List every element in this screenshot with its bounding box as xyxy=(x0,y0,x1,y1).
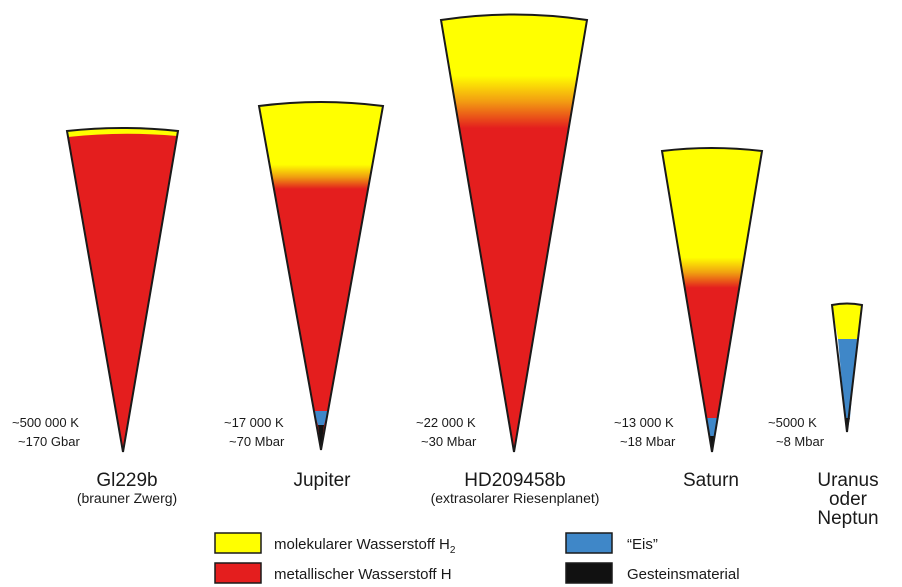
layer-molecular-metallic-hd209458b xyxy=(441,14,587,452)
temperature-uranus: ~5000 K xyxy=(768,415,817,430)
planet-name-uranus-line3: Neptun xyxy=(817,508,878,529)
cone-saturn xyxy=(660,147,764,453)
outline-saturn xyxy=(660,147,764,453)
planet-name-jupiter: Jupiter xyxy=(293,470,351,491)
legend-swatch-ice xyxy=(565,532,613,554)
pressure-uranus: ~8 Mbar xyxy=(776,434,825,449)
layer-metallic-h-gl229b xyxy=(67,128,178,452)
cone-jupiter xyxy=(257,101,385,451)
planet-name-saturn: Saturn xyxy=(683,470,739,491)
temperature-saturn: ~13 000 K xyxy=(614,415,674,430)
outline-jupiter xyxy=(257,101,385,451)
legend-swatch-metallic-h xyxy=(214,562,262,584)
temperature-gl229b: ~500 000 K xyxy=(12,415,79,430)
pressure-saturn: ~18 Mbar xyxy=(620,434,676,449)
legend: molekularer Wasserstoff H2 metallischer … xyxy=(214,532,740,584)
layer-ice-jupiter xyxy=(314,411,328,425)
legend-label-molecular-h2: molekularer Wasserstoff H2 xyxy=(274,536,456,556)
cone-hd209458b xyxy=(439,13,589,453)
outline-gl229b xyxy=(65,127,180,453)
layer-molecular-metallic-jupiter xyxy=(259,102,383,450)
planet-name-uranus-line2: oder xyxy=(829,489,868,510)
pressure-gl229b: ~170 Gbar xyxy=(18,434,80,449)
pressure-hd209458b: ~30 Mbar xyxy=(421,434,477,449)
planet-name-uranus-line1: Uranus xyxy=(817,470,878,491)
temperature-jupiter: ~17 000 K xyxy=(224,415,284,430)
legend-label-metallic-h: metallischer Wasserstoff H xyxy=(274,566,452,583)
layer-molecular-h2-uranus xyxy=(832,303,862,339)
layer-rock-jupiter xyxy=(318,425,324,450)
cone-uranus-neptun xyxy=(830,302,864,433)
layer-ice-uranus xyxy=(838,339,857,418)
planet-name-gl229b: Gl229b xyxy=(96,470,157,491)
cone-gl229b xyxy=(65,127,180,453)
legend-swatch-rock xyxy=(565,562,613,584)
planet-subtitle-gl229b: (brauner Zwerg) xyxy=(77,490,177,506)
planet-subtitle-hd209458b: (extrasolarer Riesenplanet) xyxy=(431,490,600,506)
outline-uranus xyxy=(830,302,864,433)
legend-label-ice: “Eis” xyxy=(627,536,658,553)
layer-molecular-metallic-saturn xyxy=(662,148,762,452)
planet-name-hd209458b: HD209458b xyxy=(464,470,565,491)
pressure-jupiter: ~70 Mbar xyxy=(229,434,285,449)
temperature-hd209458b: ~22 000 K xyxy=(416,415,476,430)
legend-label-rock: Gesteinsmaterial xyxy=(627,566,740,583)
outline-hd209458b xyxy=(439,13,589,453)
layer-molecular-h2-gl229b xyxy=(67,128,178,137)
legend-swatch-molecular-h2 xyxy=(214,532,262,554)
